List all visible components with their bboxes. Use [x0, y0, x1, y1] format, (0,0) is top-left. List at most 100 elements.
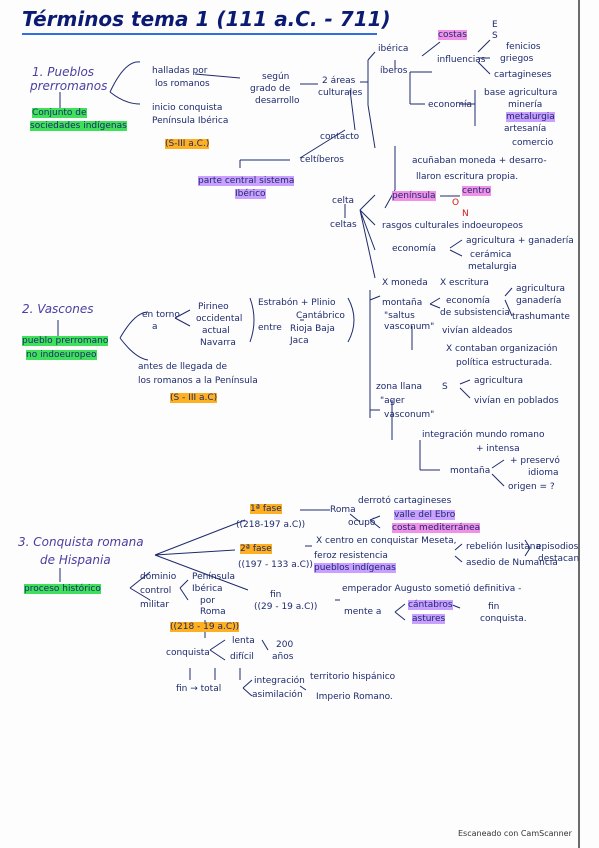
section-3-heading-a: 3. Conquista romana [18, 535, 144, 549]
s2-box-a: pueblo prerromano [22, 336, 109, 346]
s1-o: O [452, 198, 460, 208]
s3-pen-d: Roma [200, 607, 226, 617]
s2-vivian-aldeados: vivían aldeados [442, 326, 513, 336]
s3-dominio-c: militar [140, 600, 170, 610]
s3-mente: mente a [344, 607, 382, 617]
s2-vivian-poblados: vivían en poblados [474, 396, 559, 406]
s3-rebelion: rebelión lusitana [466, 542, 542, 552]
section-1-heading-b: prerromanos [30, 79, 108, 93]
s2-estrabon: Estrabón + Plinio [258, 298, 336, 308]
s1-e: E [492, 20, 498, 30]
s2-origen: origen = ? [508, 482, 555, 492]
s1-contacto: contacto [320, 132, 360, 142]
s1-segun-c: desarrollo [255, 96, 300, 106]
s3-costa: costa mediterránea [392, 523, 481, 533]
s3-dominio-a: dominio [140, 572, 177, 582]
s2-s: S [442, 382, 448, 392]
s3-roma: Roma [330, 505, 356, 515]
s2-x-org-a: X contaban organización [446, 344, 558, 354]
s2-trashum: trashumante [512, 312, 570, 322]
s3-asimilacion: asimilación [252, 690, 303, 700]
s1-cartagineses: cartagineses [494, 70, 552, 80]
s2-date: (S - III a.C) [170, 393, 218, 403]
s1-date: (S-III a.C.) [165, 139, 210, 149]
s3-anos-a: 200 [276, 640, 294, 650]
s1-n: N [462, 209, 469, 219]
s1-economia: economía [428, 100, 472, 110]
s3-fin-total: fin → total [176, 684, 222, 694]
s3-cantabros: cántabros [408, 600, 453, 610]
s1-agric-ganad: agricultura + ganadería [466, 236, 574, 246]
s3-feroz: feroz resistencia [314, 551, 388, 561]
s1-iberos: íberos [380, 66, 408, 76]
s2-cantabrico: Cantábrico [296, 311, 345, 321]
s2-navarra: Navarra [200, 338, 236, 348]
s1-celta: celta [332, 196, 355, 206]
section-1-heading-a: 1. Pueblos [32, 65, 95, 79]
s2-pirineo-b: occidental [196, 314, 243, 324]
s2-agric: agricultura [516, 284, 566, 294]
s1-mineria: minería [508, 100, 543, 110]
s2-jaca: Jaca [290, 336, 309, 346]
s1-x-escritura: X escritura [440, 278, 489, 288]
s3-pen-a: Península [192, 572, 235, 582]
section-2-heading: 2. Vascones [22, 302, 94, 316]
s2-pirineo-a: Pirineo [198, 302, 229, 312]
s3-episodios-a: episodios [536, 542, 579, 552]
s1-griegos: griegos [500, 54, 534, 64]
s3-astures: astures [412, 614, 446, 624]
s3-valle: valle del Ebro [394, 510, 456, 520]
s1-halladas-b: los romanos [155, 79, 210, 89]
s3-conquista: conquista [166, 648, 210, 658]
s2-ager-b: vasconum" [384, 410, 435, 420]
s1-metalurgia2: metalurgia [468, 262, 517, 272]
s1-acunaban-a: acuñaban moneda + desarro- [412, 156, 547, 166]
s2-ager-a: "ager [380, 396, 405, 406]
s3-derroto: derrotó cartagineses [358, 496, 452, 506]
s3-territorio: territorio hispánico [310, 672, 396, 682]
s2-montana: montaña [382, 298, 423, 308]
s1-influencias: influencias [437, 55, 486, 65]
s2-actual: actual [202, 326, 230, 336]
s1-ceramica: cerámica [470, 250, 512, 260]
s2-ganad: ganadería [516, 296, 562, 306]
s3-pueblos: pueblos indígenas [314, 563, 396, 573]
s1-s: S [492, 31, 498, 41]
s3-emperador: emperador Augusto sometió definitiva - [342, 584, 522, 594]
s1-peninsula: península [392, 191, 436, 201]
s1-rasgos: rasgos culturales indoeuropeos [382, 221, 523, 231]
s1-box-a: Conjunto de [32, 108, 87, 118]
s2-preserv-b: idioma [528, 468, 559, 478]
s3-pen-c: por [200, 596, 215, 606]
s1-dos-areas-b: culturales [318, 88, 363, 98]
s3-fin-conq-a: fin [488, 602, 500, 612]
s3-episodios-b: destacan [538, 554, 580, 564]
s1-costas: costas [438, 30, 467, 40]
s1-x-moneda: X moneda [382, 278, 428, 288]
s2-intensa: + intensa [476, 444, 520, 454]
s3-box: proceso histórico [24, 584, 101, 594]
s2-agricultura: agricultura [474, 376, 524, 386]
s3-fase1-date: ((218-197 a.C)) [236, 520, 306, 530]
s3-fase2-date: ((197 - 133 a.C)) [238, 560, 313, 570]
s1-iberica: ibérica [378, 44, 409, 54]
s1-halladas-a: halladas por [152, 66, 208, 76]
s3-fin-date: ((29 - 19 a.C)) [254, 602, 318, 612]
s3-lenta: lenta [232, 636, 255, 646]
s2-montana2: montaña [450, 466, 491, 476]
s1-celtiberos: celtíberos [300, 155, 344, 165]
s2-en-torno-a: en torno [142, 310, 180, 320]
s2-econ-sub-b: de subsistencia [440, 308, 510, 318]
s2-saltus-a: "saltus [384, 311, 415, 321]
s2-antes-b: los romanos a la Península [138, 376, 258, 386]
scanner-footer: Escaneado con CamScanner [458, 829, 572, 838]
page-title: Términos tema 1 (111 a.C. - 711) [22, 7, 391, 31]
s2-box-b: no indoeuropeo [26, 350, 97, 360]
s1-acunaban-b: llaron escritura propia. [416, 172, 519, 182]
s3-imperio: Imperio Romano. [316, 692, 393, 702]
s1-inicio-b: Península Ibérica [152, 116, 229, 126]
s1-segun-a: según [262, 72, 290, 82]
title-underline [22, 33, 377, 35]
